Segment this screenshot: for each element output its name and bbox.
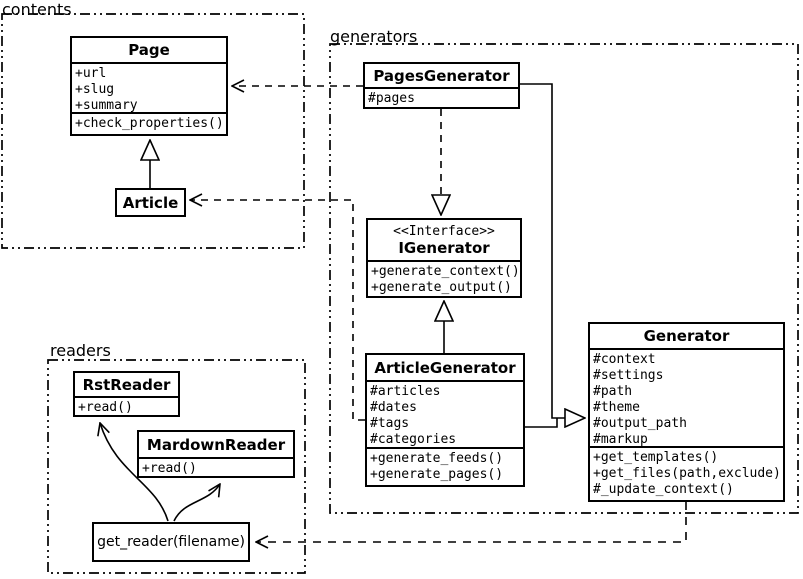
- arrow-articlegenerator-to-generator: [525, 418, 558, 428]
- attribute: #output_path: [593, 416, 687, 431]
- method: +get_files(path,exclude): [593, 466, 781, 481]
- class-generator-methods: +get_templates() +get_files(path,exclude…: [590, 446, 783, 500]
- class-article-name: Article: [122, 193, 179, 212]
- arrow-generator-to-getreader: [256, 502, 687, 542]
- arrow-getreader-to-mardownreader: [173, 484, 220, 522]
- method: #_update_context(): [593, 482, 734, 497]
- method: +check_properties(): [75, 116, 224, 131]
- attribute: #theme: [593, 400, 640, 415]
- arrow-articlegenerator-to-article: [190, 200, 365, 421]
- class-mardownreader-name: MardownReader: [146, 435, 286, 454]
- class-generator: Generator #context #settings #path #them…: [588, 322, 785, 502]
- class-page-methods: +check_properties(): [72, 112, 226, 134]
- method: +generate_feeds(): [370, 451, 504, 466]
- package-contents-label: contents: [2, 0, 72, 19]
- method: +read(): [142, 461, 197, 476]
- attribute: #path: [593, 384, 633, 399]
- attribute: #tags: [370, 416, 410, 431]
- arrow-getreader-to-rstreader: [100, 423, 169, 522]
- class-rstreader-name: RstReader: [82, 375, 171, 394]
- attribute: +summary: [75, 98, 138, 112]
- class-pagesgenerator-name: PagesGenerator: [373, 66, 510, 85]
- attribute: +slug: [75, 82, 115, 97]
- package-contents-border: [1, 13, 305, 249]
- attribute: #markup: [593, 432, 648, 446]
- method: +get_templates(): [593, 450, 719, 465]
- arrow-pagesgenerator-to-generator: [519, 83, 585, 418]
- method: +generate_context(): [371, 264, 520, 279]
- class-mardownreader-methods: +read(): [139, 457, 293, 476]
- class-articlegenerator-name: ArticleGenerator: [374, 358, 516, 377]
- interface-stereotype: <<Interface>>: [393, 223, 495, 239]
- attribute: #settings: [593, 368, 664, 383]
- class-pagesgenerator: PagesGenerator #pages: [363, 62, 520, 109]
- package-generators-border: [329, 43, 799, 514]
- attribute: #dates: [370, 400, 417, 415]
- interface-igenerator: <<Interface>> IGenerator +generate_conte…: [366, 218, 522, 298]
- package-readers-label: readers: [50, 341, 111, 360]
- interface-igenerator-header: <<Interface>> IGenerator: [368, 220, 520, 260]
- class-page: Page +url +slug +summary +check_properti…: [70, 36, 228, 136]
- attribute: #context: [593, 352, 656, 367]
- package-generators-label: generators: [330, 27, 418, 46]
- attribute: #categories: [370, 432, 457, 447]
- attribute: #articles: [370, 384, 441, 399]
- class-articlegenerator: ArticleGenerator #articles #dates #tags …: [365, 353, 525, 487]
- node-get-reader: get_reader(filename): [92, 522, 250, 562]
- class-generator-name: Generator: [643, 327, 730, 345]
- class-page-attributes: +url +slug +summary: [72, 62, 226, 112]
- method: +read(): [78, 400, 133, 415]
- attribute: +url: [75, 66, 107, 81]
- node-get-reader-label: get_reader(filename): [97, 534, 245, 550]
- class-pagesgenerator-attributes: #pages: [365, 87, 518, 107]
- class-mardownreader: MardownReader +read(): [137, 430, 295, 478]
- method: +generate_pages(): [370, 467, 504, 482]
- class-generator-attributes: #context #settings #path #theme #output_…: [590, 348, 783, 446]
- class-rstreader-methods: +read(): [75, 396, 178, 415]
- interface-igenerator-name: IGenerator: [398, 238, 490, 257]
- attribute: #pages: [368, 91, 415, 106]
- interface-igenerator-methods: +generate_context() +generate_output(): [368, 260, 520, 296]
- method: +generate_output(): [371, 280, 512, 295]
- package-readers-border: [47, 359, 306, 574]
- class-articlegenerator-methods: +generate_feeds() +generate_pages(): [367, 447, 523, 485]
- class-rstreader: RstReader +read(): [73, 371, 180, 417]
- class-article: Article: [115, 188, 186, 217]
- class-articlegenerator-attributes: #articles #dates #tags #categories: [367, 380, 523, 447]
- class-page-name: Page: [128, 41, 170, 59]
